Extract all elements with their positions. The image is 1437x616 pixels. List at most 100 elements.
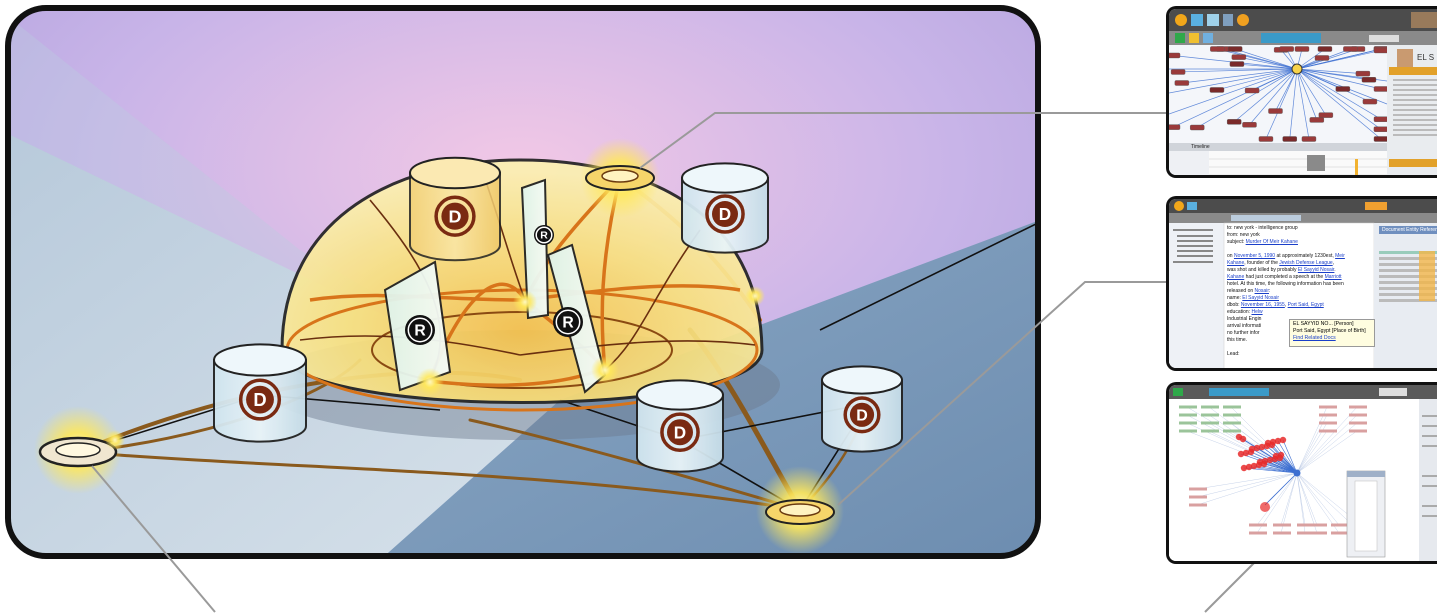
network-node[interactable]: [1374, 48, 1388, 53]
graph-cluster-node[interactable]: [1277, 455, 1283, 461]
network-node[interactable]: [1374, 127, 1388, 132]
hub-right: [756, 466, 844, 554]
graph-label-node[interactable]: [1179, 430, 1197, 433]
graph-hub-node[interactable]: [1294, 470, 1301, 477]
timeline-tab[interactable]: Timeline: [1191, 143, 1210, 151]
graph-label-node[interactable]: [1201, 406, 1219, 409]
entity-references-header: Document Entity References: [1379, 226, 1437, 234]
network-node[interactable]: [1228, 47, 1242, 52]
popup-place[interactable]: Port Said, Egypt [Place of Birth]: [1293, 328, 1371, 335]
network-node[interactable]: [1318, 47, 1332, 52]
graph-cluster-node[interactable]: [1280, 437, 1286, 443]
network-node[interactable]: [1190, 125, 1204, 130]
graph-label-node[interactable]: [1179, 414, 1197, 417]
network-node[interactable]: [1169, 125, 1180, 130]
graph-label-node[interactable]: [1319, 430, 1337, 433]
thumbnail-profile-view[interactable]: EL S Timeline: [1166, 6, 1437, 178]
graph-label-node[interactable]: [1273, 532, 1291, 535]
network-node[interactable]: [1310, 117, 1324, 122]
graph-label-node[interactable]: [1223, 430, 1241, 433]
document-cylinder-d4: D: [637, 380, 723, 471]
network-node[interactable]: [1343, 47, 1357, 52]
cylinder-letter: D: [856, 408, 868, 425]
graph-label-node[interactable]: [1189, 504, 1207, 507]
graph-cluster-node[interactable]: [1260, 502, 1270, 512]
graph-label-node[interactable]: [1201, 422, 1219, 425]
network-node[interactable]: [1230, 62, 1244, 67]
network-node[interactable]: [1374, 86, 1388, 91]
network-node[interactable]: [1336, 86, 1350, 91]
document-cylinder-d3: D: [214, 344, 306, 441]
document-cylinder-d5: D: [822, 366, 902, 451]
graph-label-node[interactable]: [1349, 422, 1367, 425]
graph-label-node[interactable]: [1223, 422, 1241, 425]
graph-label-node[interactable]: [1349, 414, 1367, 417]
graph-label-node[interactable]: [1349, 430, 1367, 433]
document-line: subject: Murder Of Meir Kahane: [1227, 239, 1377, 246]
entity-reference-list[interactable]: [1379, 251, 1437, 302]
document-line: from: new york: [1227, 232, 1377, 239]
graph-label-node[interactable]: [1319, 414, 1337, 417]
graph-label-node[interactable]: [1223, 414, 1241, 417]
network-node[interactable]: [1283, 137, 1297, 142]
document-line: Kahane had just completed a speech at th…: [1227, 274, 1377, 281]
document-line: to: new york - intelligence group: [1227, 225, 1377, 232]
graph-label-node[interactable]: [1189, 488, 1207, 491]
network-node[interactable]: [1374, 137, 1388, 142]
document-line: dbob: November 16, 1955, Port Said, Egyp…: [1227, 302, 1377, 309]
network-node[interactable]: [1280, 47, 1294, 52]
thumbnail-graph-view[interactable]: [1166, 382, 1437, 564]
network-node[interactable]: [1363, 99, 1377, 104]
network-node[interactable]: [1315, 55, 1329, 60]
document-line: [1227, 246, 1377, 253]
graph-label-node[interactable]: [1331, 524, 1349, 527]
network-node[interactable]: [1169, 53, 1180, 58]
graph-label-node[interactable]: [1319, 422, 1337, 425]
graph-label-node[interactable]: [1309, 524, 1327, 527]
network-node[interactable]: [1175, 80, 1189, 85]
network-node[interactable]: [1171, 69, 1185, 74]
graph-label-node[interactable]: [1349, 406, 1367, 409]
network-node[interactable]: [1210, 47, 1224, 52]
network-node[interactable]: [1210, 87, 1224, 92]
network-node[interactable]: [1227, 119, 1241, 124]
graph-label-node[interactable]: [1249, 532, 1267, 535]
document-line: was shot and killed by probably El Sayyi…: [1227, 267, 1377, 274]
network-node[interactable]: [1302, 137, 1316, 142]
document-line: Lead:: [1227, 351, 1377, 358]
popup-person[interactable]: EL SAYYID NO... [Person]: [1293, 321, 1371, 328]
cylinder-letter: D: [674, 422, 686, 442]
graph-label-node[interactable]: [1179, 422, 1197, 425]
network-center-node[interactable]: [1292, 64, 1302, 74]
network-node[interactable]: [1356, 71, 1370, 76]
graph-label-node[interactable]: [1249, 524, 1267, 527]
hub-top: [580, 138, 660, 218]
graph-label-node[interactable]: [1273, 524, 1291, 527]
graph-label-node[interactable]: [1319, 406, 1337, 409]
graph-label-node[interactable]: [1223, 406, 1241, 409]
graph-cluster-node[interactable]: [1261, 461, 1267, 467]
network-node[interactable]: [1245, 88, 1259, 93]
network-node[interactable]: [1374, 117, 1388, 122]
network-node[interactable]: [1362, 77, 1376, 82]
thumbnail-document-view[interactable]: Document Entity References to: new york …: [1166, 196, 1437, 371]
popup-find-related-link[interactable]: Find Related Docs: [1293, 335, 1371, 342]
graph-label-node[interactable]: [1201, 430, 1219, 433]
graph-label-node[interactable]: [1189, 496, 1207, 499]
network-node[interactable]: [1242, 122, 1256, 127]
network-node[interactable]: [1319, 113, 1333, 118]
panel-letter: R: [414, 322, 426, 339]
graph-cluster-node[interactable]: [1240, 436, 1246, 442]
panel-letter: R: [562, 314, 574, 331]
graph-label-node[interactable]: [1201, 414, 1219, 417]
graph-cluster-node[interactable]: [1269, 442, 1275, 448]
network-node[interactable]: [1232, 55, 1246, 60]
graph-label-node[interactable]: [1309, 532, 1327, 535]
graph-label-node[interactable]: [1179, 406, 1197, 409]
network-node[interactable]: [1259, 137, 1273, 142]
graph-cluster-node[interactable]: [1248, 449, 1254, 455]
network-node[interactable]: [1268, 109, 1282, 114]
network-node[interactable]: [1295, 47, 1309, 52]
graph-label-node[interactable]: [1331, 532, 1349, 535]
entity-popup[interactable]: EL SAYYID NO... [Person] Port Said, Egyp…: [1289, 319, 1375, 347]
